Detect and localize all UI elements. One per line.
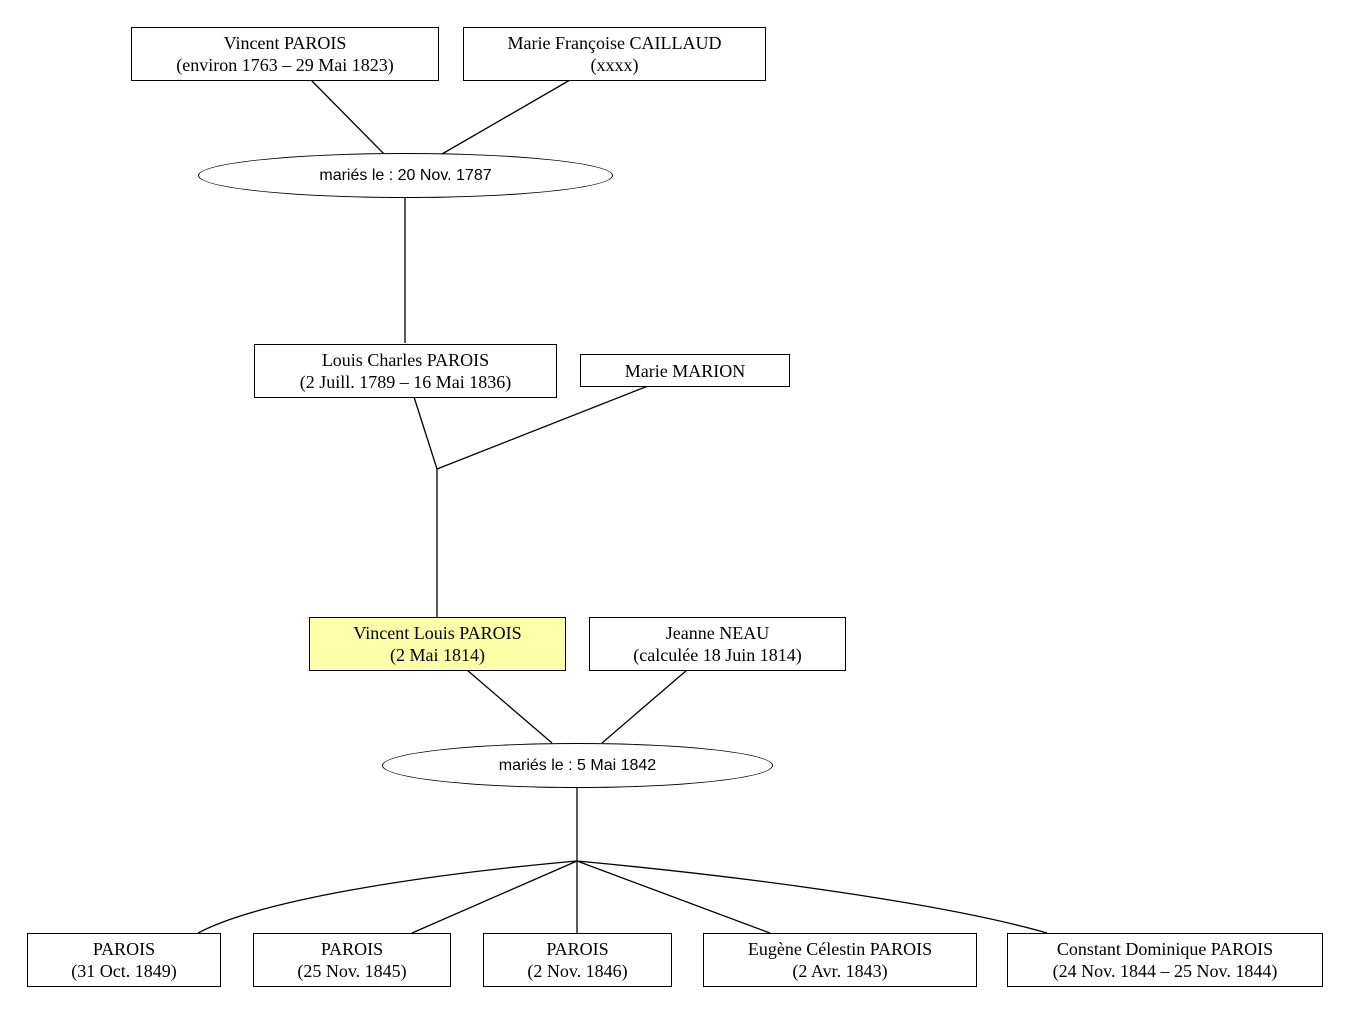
person-dates: (2 Juill. 1789 – 16 Mai 1836) [299, 372, 512, 392]
person-dates: (31 Oct. 1849) [71, 961, 177, 981]
child-card[interactable]: PAROIS (31 Oct. 1849) [27, 933, 221, 987]
person-dates: (2 Avr. 1843) [792, 961, 888, 981]
connector-line [413, 396, 438, 470]
connector-line [436, 385, 649, 470]
person-card-marie-francoise-caillaud[interactable]: Marie Françoise CAILLAUD (xxxx) [463, 27, 766, 81]
person-dates: (xxxx) [590, 55, 639, 75]
child-card[interactable]: PAROIS (2 Nov. 1846) [483, 933, 672, 987]
person-card-louis-charles-parois[interactable]: Louis Charles PAROIS (2 Juill. 1789 – 16… [254, 344, 557, 398]
person-name: Jeanne NEAU [665, 623, 770, 643]
person-name: Marie MARION [624, 360, 746, 381]
connector-line [576, 860, 1048, 934]
person-name: PAROIS [320, 939, 384, 959]
person-dates: (24 Nov. 1844 – 25 Nov. 1844) [1052, 961, 1278, 981]
connector-line [466, 669, 553, 744]
marriage-ellipse-1842: mariés le : 5 Mai 1842 [382, 743, 773, 788]
person-name: Vincent PAROIS [223, 33, 347, 53]
connector-line [310, 79, 385, 155]
person-dates: (2 Mai 1814) [390, 645, 485, 665]
person-name: Vincent Louis PAROIS [353, 623, 522, 643]
person-dates: (environ 1763 – 29 Mai 1823) [176, 55, 394, 75]
child-card[interactable]: PAROIS (25 Nov. 1845) [253, 933, 451, 987]
person-name: Eugène Célestin PAROIS [747, 939, 933, 959]
connector-line [601, 669, 688, 744]
person-card-marie-marion[interactable]: Marie MARION [580, 354, 790, 387]
person-name: Louis Charles PAROIS [321, 350, 490, 370]
child-card[interactable]: Eugène Célestin PAROIS (2 Avr. 1843) [703, 933, 977, 987]
person-dates: (2 Nov. 1846) [527, 961, 628, 981]
marriage-ellipse-1787: mariés le : 20 Nov. 1787 [198, 153, 613, 198]
connector-line [441, 79, 571, 155]
connector-line [197, 860, 578, 934]
child-card[interactable]: Constant Dominique PAROIS (24 Nov. 1844 … [1007, 933, 1323, 987]
person-card-vincent-louis-parois[interactable]: Vincent Louis PAROIS (2 Mai 1814) [309, 617, 566, 671]
person-card-jeanne-neau[interactable]: Jeanne NEAU (calculée 18 Juin 1814) [589, 617, 846, 671]
person-name: Marie Françoise CAILLAUD [507, 33, 722, 53]
person-dates: (calculée 18 Juin 1814) [633, 645, 802, 665]
connector-line [576, 860, 771, 934]
person-name: PAROIS [546, 939, 609, 959]
person-card-vincent-parois[interactable]: Vincent PAROIS (environ 1763 – 29 Mai 18… [131, 27, 439, 81]
person-name: PAROIS [92, 939, 156, 959]
person-dates: (25 Nov. 1845) [297, 961, 407, 981]
marriage-label: mariés le : 5 Mai 1842 [498, 756, 657, 774]
connector-line [411, 860, 578, 934]
person-name: Constant Dominique PAROIS [1056, 939, 1274, 959]
marriage-label: mariés le : 20 Nov. 1787 [319, 166, 492, 184]
